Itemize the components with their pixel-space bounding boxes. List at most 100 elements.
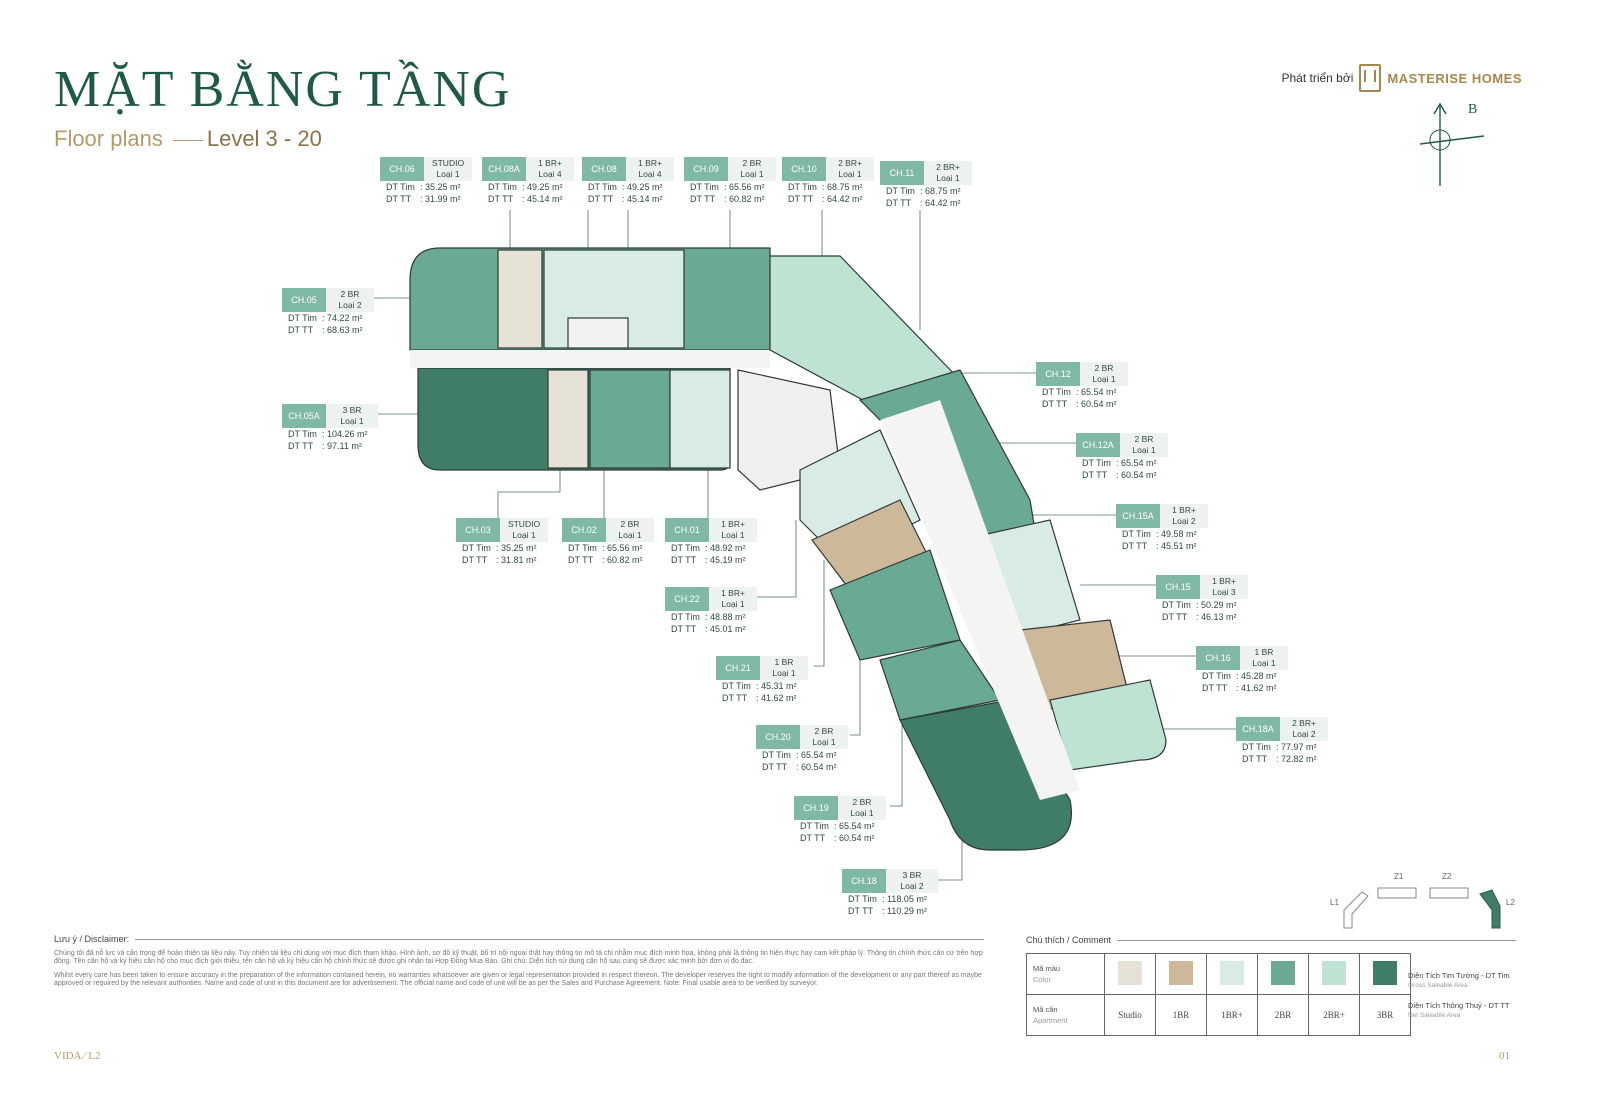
dt-tim-value: : 49.58 m² <box>1156 529 1197 539</box>
unit-code: CH.22 <box>665 587 709 611</box>
dt-tim-value: : 68.75 m² <box>920 186 961 196</box>
unit-loai: Loại 1 <box>436 169 460 179</box>
unit-loai: Loại 2 <box>338 300 362 310</box>
dt-tt-label: DT TT <box>671 555 697 565</box>
unit-loai: Loại 2 <box>900 881 924 891</box>
dt-tt-label: DT TT <box>762 762 788 772</box>
dt-tim-label: DT Tim <box>1162 600 1191 610</box>
dt-tim-value: : 35.25 m² <box>420 182 461 192</box>
unit-loai: Loại 1 <box>721 599 745 609</box>
disclaimer: Lưu ý / Disclaimer: Chúng tôi đã nỗ lực … <box>54 935 984 994</box>
dt-tim-value: : 104.26 m² <box>322 429 368 439</box>
footer-left: VIDA ⁄ L2 <box>54 1050 101 1062</box>
dt-tt-label: DT TT <box>1122 541 1148 551</box>
unit-loai: Loại 4 <box>538 169 562 179</box>
unit-type: 2 BR <box>340 289 360 299</box>
legend-color-label: Mã màu <box>1033 964 1061 973</box>
unit-type: STUDIO <box>507 519 541 529</box>
swatch-1br <box>1169 961 1193 985</box>
area-net: Diện Tích Thông Thuỷ - DT TT <box>1408 1001 1510 1010</box>
unit-loai: Loại 2 <box>1172 516 1196 526</box>
unit-code: CH.06 <box>380 157 424 181</box>
dt-tim-value: : 65.54 m² <box>796 750 837 760</box>
dt-tt-value: : 110.29 m² <box>882 906 927 916</box>
dt-tt-label: DT TT <box>568 555 594 565</box>
unit-type: 1 BR+ <box>721 519 745 529</box>
dt-tim-value: : 65.54 m² <box>1076 387 1117 397</box>
dt-tim-label: DT Tim <box>1122 529 1151 539</box>
unit-type: 1 BR <box>1254 647 1274 657</box>
swatch-1br-plus <box>1220 961 1244 985</box>
dt-tim-label: DT Tim <box>488 182 517 192</box>
unit-code: CH.12A <box>1076 433 1120 457</box>
dt-tt-value: : 64.42 m² <box>822 194 863 204</box>
unit-loai: Loại 1 <box>1092 374 1116 384</box>
keyplan-label-l1: L1 <box>1330 898 1339 907</box>
dt-tim-label: DT Tim <box>386 182 415 192</box>
unit-code: CH.05 <box>282 288 326 312</box>
dt-tt-label: DT TT <box>588 194 614 204</box>
subtitle-rule <box>172 139 203 141</box>
dt-tim-value: : 50.29 m² <box>1196 600 1237 610</box>
dt-tim-label: DT Tim <box>671 543 700 553</box>
dt-tt-value: : 60.54 m² <box>1116 470 1157 480</box>
unit-code: CH.10 <box>782 157 826 181</box>
keyplan-label-l2: L2 <box>1506 898 1515 907</box>
legend-name-studio: Studio <box>1104 994 1156 1036</box>
legend-name-1br-plus: 1BR+ <box>1206 994 1258 1036</box>
unit-type: 1 BR <box>774 657 794 667</box>
dt-tt-value: : 60.54 m² <box>834 833 875 843</box>
dt-tt-label: DT TT <box>1082 470 1108 480</box>
dt-tt-value: : 41.62 m² <box>756 693 797 703</box>
dt-tim-value: : 74.22 m² <box>322 313 363 323</box>
dt-tim-value: : 65.54 m² <box>1116 458 1157 468</box>
subtitle-prefix: Floor plans <box>54 126 163 151</box>
dt-tim-label: DT Tim <box>690 182 719 192</box>
dt-tt-value: : 45.14 m² <box>522 194 563 204</box>
area-net-sub: Net Saleable Area <box>1408 1012 1461 1019</box>
dt-tim-value: : 49.25 m² <box>622 182 663 192</box>
dt-tt-label: DT TT <box>1242 754 1268 764</box>
dt-tt-value: : 45.19 m² <box>705 555 746 565</box>
dt-tt-value: : 41.62 m² <box>1236 683 1277 693</box>
unit-loai: Loại 3 <box>1212 587 1236 597</box>
dt-tim-value: : 65.56 m² <box>602 543 643 553</box>
dt-tt-value: : 31.81 m² <box>496 555 537 565</box>
page-title: MẶT BẰNG TẦNG <box>54 61 512 118</box>
dt-tim-label: DT Tim <box>848 894 877 904</box>
unit-type: 2 BR+ <box>936 162 960 172</box>
key-plan: L1 Z1 Z2 L2 <box>1322 870 1522 930</box>
unit-code: CH.18A <box>1236 717 1280 741</box>
unit-loai: Loại 2 <box>1292 729 1316 739</box>
swatch-3br <box>1373 961 1397 985</box>
dt-tt-value: : 72.82 m² <box>1276 754 1317 764</box>
unit-loai: Loại 1 <box>721 530 745 540</box>
legend-heading: Chú thích / Comment <box>1026 935 1112 945</box>
page-number: 01 <box>1499 1050 1510 1062</box>
unit-code: CH.01 <box>665 518 709 542</box>
